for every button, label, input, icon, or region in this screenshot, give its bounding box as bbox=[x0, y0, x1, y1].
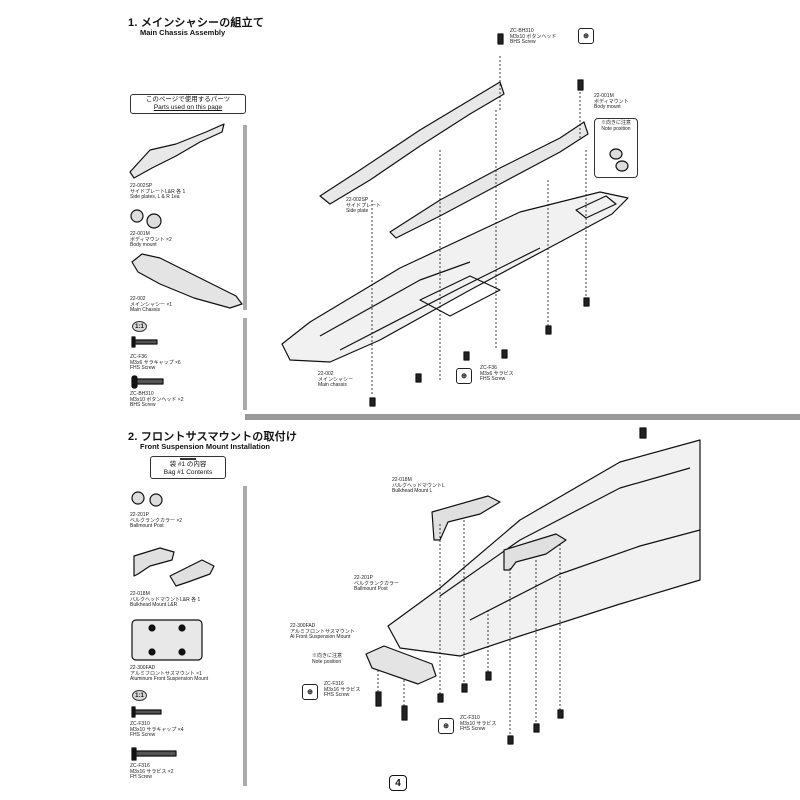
step1-subtitle: Main Chassis Assembly bbox=[140, 28, 226, 37]
step2-title: 2. フロントサスマウントの取付け bbox=[128, 431, 298, 443]
parts-used-box: このページで使用するパーツ Parts used on this page bbox=[130, 94, 246, 114]
parts-bar-lower bbox=[243, 318, 247, 410]
front-susp-mount-drawing bbox=[365, 645, 437, 685]
fhs-screw-icon: ⊕ bbox=[456, 368, 472, 384]
bag-contents-jp: 袋 #1 の内容 bbox=[169, 461, 207, 468]
screw-head-icon: ⊕ bbox=[578, 28, 594, 44]
bhs-screw-part-icon bbox=[131, 375, 164, 389]
bag-contents-box: 袋 #1 の内容 Bag #1 Contents bbox=[150, 456, 226, 479]
side-plate-drawing-right bbox=[389, 121, 589, 239]
ballmount-post-part-icon bbox=[131, 491, 163, 507]
section-divider bbox=[245, 414, 800, 420]
scale-badge-step1: 1:1 bbox=[132, 321, 147, 332]
body-mount-part-icon bbox=[130, 209, 162, 229]
fhs-screw-316-icon: ⊕ bbox=[302, 684, 318, 700]
bag-contents-en: Bag #1 Contents bbox=[163, 469, 213, 476]
note-position-box: ※向きに注意 Note position bbox=[594, 118, 638, 178]
scale-badge-step2: 1:1 bbox=[132, 690, 147, 701]
step1-title: 1. メインシャシーの組立て bbox=[128, 17, 265, 29]
bulkhead-mount-part-icon bbox=[133, 547, 215, 587]
side-plate-drawing-left bbox=[319, 81, 505, 205]
page-number: 4 bbox=[389, 775, 407, 791]
fhs-screw-310-icon: ⊕ bbox=[438, 718, 454, 734]
parts-bar-step2 bbox=[243, 486, 247, 786]
main-chassis-drawing bbox=[281, 191, 629, 363]
fh-screw-316-part-icon bbox=[131, 747, 177, 761]
fhs-screw-310-part-icon bbox=[131, 706, 162, 718]
parts-used-jp: このページで使用するパーツ bbox=[145, 96, 231, 103]
side-plate-part-icon bbox=[129, 123, 225, 179]
step2-subtitle: Front Suspension Mount Installation bbox=[140, 442, 270, 451]
chassis-front-drawing bbox=[387, 439, 701, 657]
bulkhead-mount-drawing-right bbox=[503, 533, 567, 571]
front-susp-mount-part-icon bbox=[131, 619, 203, 661]
fhs-screw-part-icon bbox=[131, 336, 158, 348]
parts-used-en: Parts used on this page bbox=[153, 104, 223, 111]
parts-bar-upper bbox=[243, 125, 247, 310]
bulkhead-mount-drawing-left bbox=[431, 495, 501, 541]
